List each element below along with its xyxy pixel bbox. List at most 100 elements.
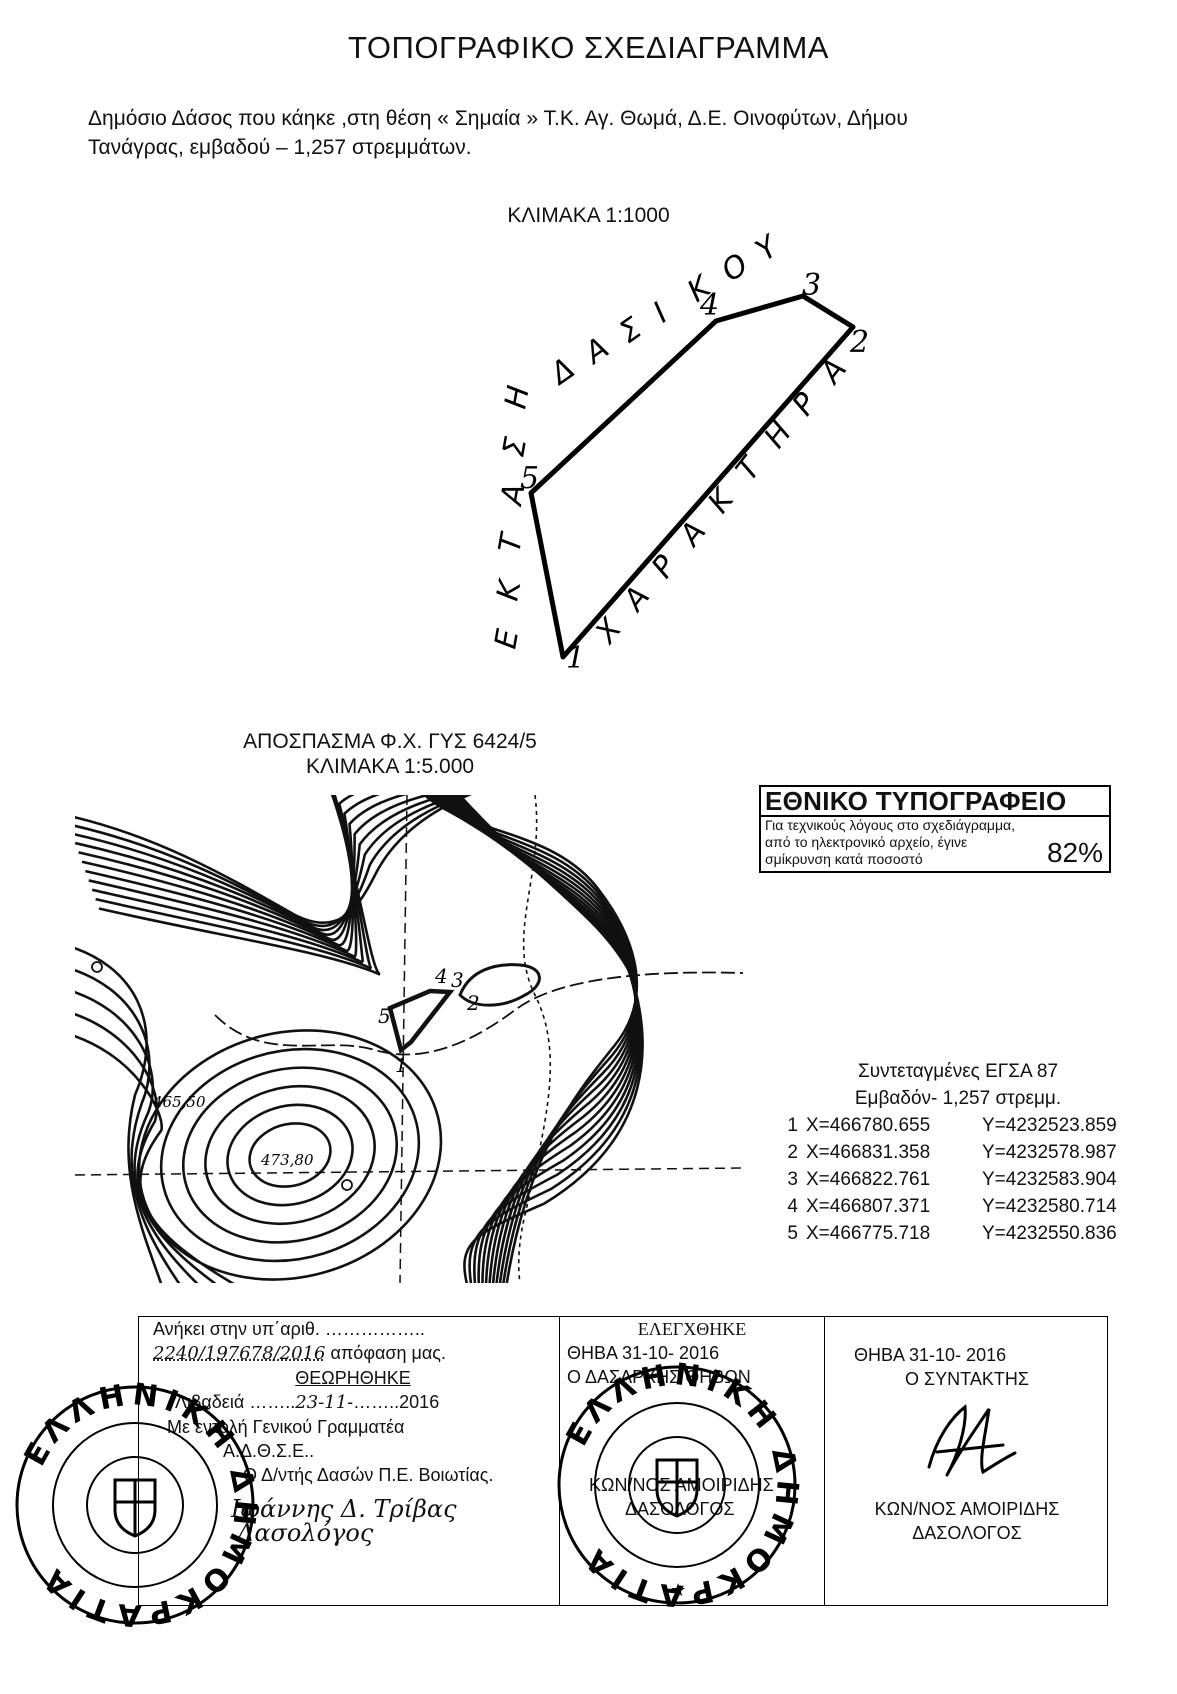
middle-office: Ο ΔΑΣΑΡΧΗΣ ΘΗΒΩΝ	[567, 1367, 751, 1387]
map-point-marker-2	[341, 1179, 353, 1191]
contour-line	[422, 795, 639, 1283]
contour-line	[75, 1035, 235, 1283]
middle-title: ΔΑΣΟΛΟΓΟΣ	[625, 1499, 735, 1519]
contour-line	[75, 795, 465, 932]
coordinate-system: Συντεταγμένες ΕΓΣΑ 87	[857, 1061, 1059, 1082]
sketch-annotation-letter: Τ	[729, 449, 770, 487]
sketch-annotation-letter: Σ	[496, 435, 534, 460]
notice-line-1: Για τεχνικούς λόγους στο σχεδιάγραμμα,	[765, 817, 1016, 833]
map-extract-title: ΑΠΟΣΠΑΣΜΑ Φ.Χ. ΓΥΣ 6424/5	[243, 730, 537, 753]
coordinate-area: Εμβαδόν- 1,257 στρεμμ.	[854, 1088, 1062, 1109]
map-point-marker-1	[91, 961, 103, 973]
parcel-outline	[528, 293, 856, 660]
contour-line	[75, 795, 473, 925]
sketch-annotation-letter: Χ	[587, 611, 629, 651]
contour-line	[226, 1103, 354, 1207]
contour-line	[91, 795, 365, 964]
contour-line	[85, 795, 381, 953]
sketch-annotation-letter: Η	[498, 383, 536, 411]
sketch-vertex-4: 4	[699, 288, 719, 323]
contour-lines-ridge	[75, 795, 473, 976]
sketch-vertex-5: 5	[520, 461, 539, 496]
map-grid-line-horizontal	[75, 1167, 743, 1176]
org-line: Α.Δ.Θ.Σ.Ε..	[223, 1441, 315, 1461]
director-line: Ο Δ/ντής Δασών Π.Ε. Βοιωτίας.	[243, 1465, 494, 1485]
contour-line	[457, 795, 644, 1283]
checked-heading: ΕΛΕΓΧΘΗΚΕ	[637, 1319, 747, 1339]
contour-line	[75, 946, 163, 1283]
map-vertex-3: 3	[451, 968, 464, 992]
map-vertex-4: 4	[434, 964, 448, 988]
sketch-annotation-letter: Σ	[613, 311, 649, 351]
signature-middle-column: ΕΛΕΓΧΘΗΚΕ ΘΗΒΑ 31-10- 2016 Ο ΔΑΣΑΡΧΗΣ ΘΗ…	[567, 1317, 817, 1521]
contour-line	[88, 795, 358, 958]
contour-lines-hill	[75, 946, 443, 1283]
handwritten-name: Ιωάννης Δ. Τρίβας	[231, 1495, 457, 1523]
belongs-to-line: Ανήκει στην υπ΄αριθ. ……………..	[153, 1319, 425, 1339]
contour-line	[75, 795, 453, 936]
description-line-2: Τανάγρας, εμβαδού – 1,257 στρεμμάτων.	[88, 136, 472, 159]
right-date: ΘΗΒΑ 31-10- 2016	[854, 1345, 1007, 1365]
sketch-scale: ΚΛΙΜΑΚΑ 1:1000	[507, 204, 670, 227]
right-title: ΔΑΣΟΛΟΓΟΣ	[912, 1523, 1022, 1543]
sketch-annotation-letter: Κ	[701, 481, 742, 520]
printing-office-notice: ΕΘΝΙΚΟ ΤΥΠΟΓΡΑΦΕΙΟ Για τεχνικούς λόγους …	[759, 785, 1111, 873]
contour-lines-east	[422, 795, 644, 1283]
signature-divider-2	[824, 1317, 825, 1605]
map-road	[517, 795, 552, 1283]
map-elevation-2: 473,80	[260, 1151, 314, 1169]
right-signature-scribble	[927, 1404, 1017, 1477]
contour-line	[98, 795, 381, 976]
sketch-vertex-1: 1	[566, 641, 585, 676]
map-grid-line-vertical	[399, 795, 408, 1283]
decision-suffix: απόφαση μας.	[330, 1343, 446, 1363]
contour-line	[78, 795, 433, 942]
stamp-middle-star-icon: ★	[670, 1580, 686, 1601]
stamp-middle-emblem-icon	[655, 1458, 699, 1518]
place: Λιβαδειά	[175, 1392, 245, 1412]
map-elevation-1: 465,50	[152, 1093, 206, 1111]
sketch-annotation-letter: Ι	[647, 296, 674, 330]
signature-right-column: ΘΗΒΑ 31-10- 2016 Ο ΣΥΝΤΑΚΤΗΣ ΚΩΝ/ΝΟΣ ΑΜΟ…	[836, 1343, 1098, 1545]
stamp-middle: ΕΛΛΗΝΙΚΗ ΔΗΜΟΚΡΑΤΙΑ ★	[557, 1360, 799, 1610]
sketch-annotation-letter: Ο	[715, 247, 754, 289]
sketch-annotation-letter: Η	[757, 416, 798, 455]
document-title: ΤΟΠΟΓΡΑΦΙΚΟ ΣΧΕΔΙΑΓΡΑΜΜΑ	[348, 30, 829, 65]
decision-number: 2240/197678/2016	[153, 1343, 326, 1364]
sketch-vertex-3: 3	[802, 268, 821, 303]
sketch-annotation-letter: Δ	[543, 351, 582, 393]
year: 2016	[399, 1392, 440, 1412]
stamp-left-emblem-icon	[113, 1478, 157, 1538]
description-line-1: Δημόσιο Δάσος που κάηκε ,στη θέση « Σημα…	[88, 107, 908, 130]
contour-line	[182, 1066, 398, 1244]
signature-left-column: Ανήκει στην υπ΄αριθ. …………….. 2240/197678…	[153, 1317, 553, 1545]
map-extract-heading: ΑΠΟΣΠΑΣΜΑ Φ.Χ. ΓΥΣ 6424/5 ΚΛΙΜΑΚΑ 1:5.00…	[190, 729, 590, 779]
middle-name: ΚΩΝ/ΝΟΣ ΑΜΟΙΡΙΔΗΣ	[589, 1475, 774, 1495]
sketch-annotation-letter: Α	[577, 331, 616, 373]
document-description: Δημόσιο Δάσος που κάηκε ,στη θέση « Σημα…	[88, 104, 1108, 162]
contour-line	[75, 991, 199, 1283]
contour-line	[159, 1047, 421, 1263]
sketch-annotation-letter: Α	[812, 352, 853, 391]
map-vertex-5: 5	[378, 1004, 391, 1028]
sketch-annotation-letter: Ε	[488, 627, 526, 652]
handwritten-date: 23-11	[295, 1392, 348, 1413]
decision-line: 2240/197678/2016 απόφαση μας.	[153, 1341, 553, 1366]
place-date-line: Λιβαδειά ……..23-11-……..2016	[175, 1392, 440, 1413]
notice-heading: ΕΘΝΙΚΟ ΤΥΠΟΓΡΑΦΕΙΟ	[761, 787, 1109, 817]
contour-line	[248, 1122, 332, 1188]
map-extract-scale: ΚΛΙΜΑΚΑ 1:5.000	[305, 755, 475, 778]
map-stream	[214, 971, 743, 1056]
stamp-left: ΕΛΛΗΝΙΚΗ ΔΗΜΟΚΡΑΤΙΑ	[15, 1380, 257, 1630]
sketch-annotation-letter: Κ	[490, 576, 528, 604]
notice-line-3: σμίκρυνση κατά ποσοστό	[765, 851, 923, 867]
sketch-annotation-letter: Ρ	[786, 386, 825, 423]
right-name: ΚΩΝ/ΝΟΣ ΑΜΟΙΡΙΔΗΣ	[874, 1499, 1060, 1519]
notice-line-2: από το ηλεκτρονικό αρχείο, έγινε	[765, 834, 968, 850]
